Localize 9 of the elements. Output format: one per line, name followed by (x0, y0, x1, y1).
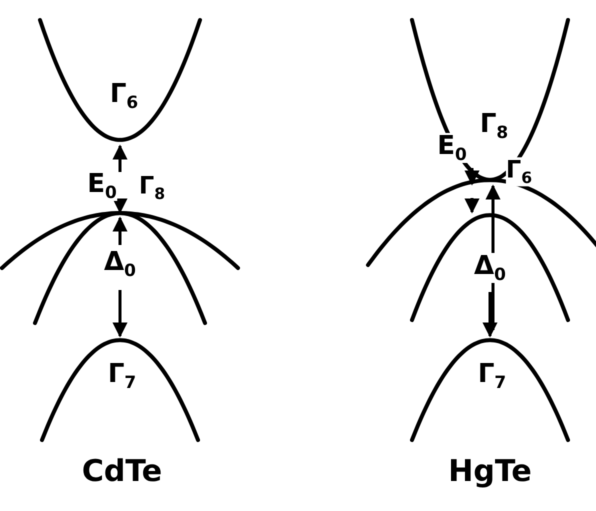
band-label: Γ$_{6}$ (110, 80, 138, 112)
band-label: Γ$_{8}$ (480, 110, 508, 142)
band-label: Δ$_{0}$ (474, 252, 506, 284)
band-label: Δ$_{0}$ (104, 248, 136, 280)
band-label: E$_{0}$ (87, 170, 117, 202)
material-label: CdTe (82, 457, 162, 487)
band-label: E$_{0}$ (437, 132, 467, 164)
material-label: HgTe (448, 457, 532, 487)
band-label: Γ$_{6}$ (506, 157, 532, 187)
